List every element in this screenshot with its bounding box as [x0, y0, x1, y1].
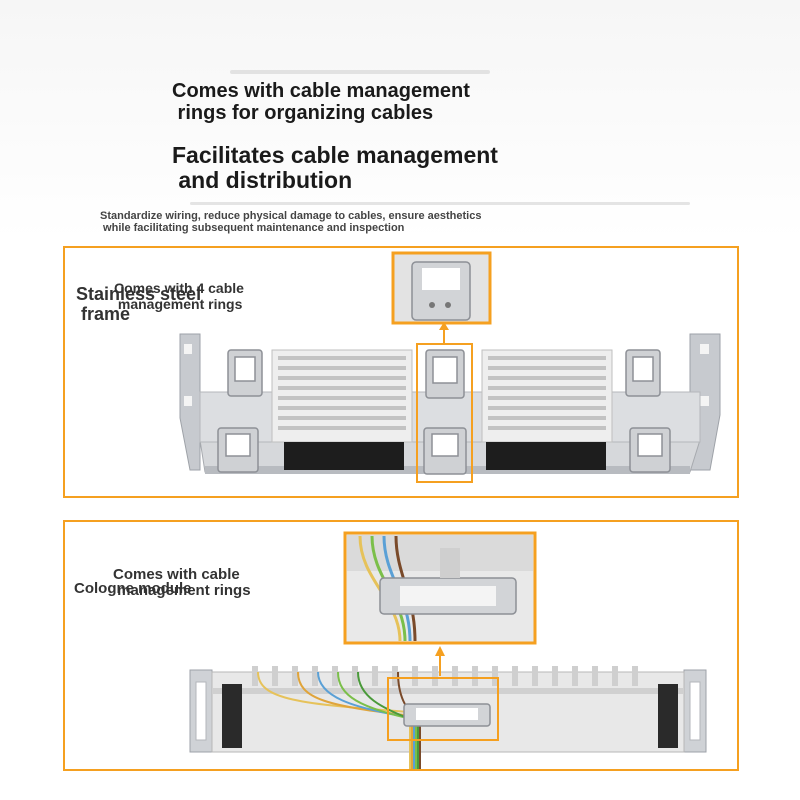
label-stainless-frame: Stainless steel frame	[76, 284, 202, 324]
cologne-module	[189, 666, 707, 770]
faded-text-line	[190, 202, 690, 205]
faded-text-line	[230, 70, 490, 74]
subtext: Standardize wiring, reduce physical dama…	[100, 210, 482, 234]
highlight-box	[387, 677, 499, 741]
cable-ring	[423, 427, 467, 475]
highlight-box	[416, 343, 473, 483]
cable-ring	[425, 349, 465, 399]
ring-zoom-inset	[391, 251, 492, 325]
label-management-rings: Comes with cable management rings	[113, 566, 251, 599]
krone-module-right	[481, 349, 613, 470]
cable-ring	[629, 427, 671, 473]
module-zoom-inset	[343, 531, 537, 645]
cable-ring	[227, 349, 263, 397]
headline-cable-distribution: Facilitates cable management and distrib…	[172, 142, 498, 193]
cable-ring	[625, 349, 661, 397]
cologne-module-panel	[63, 520, 739, 771]
label-four-rings: Comes with 4 cable management rings	[114, 280, 244, 312]
cable-ring	[217, 427, 259, 473]
krone-module-left	[271, 349, 413, 470]
headline-cable-rings: Comes with cable management rings for or…	[172, 80, 470, 124]
header-background	[0, 0, 800, 240]
label-cologne-module: Cologne module	[74, 580, 192, 597]
